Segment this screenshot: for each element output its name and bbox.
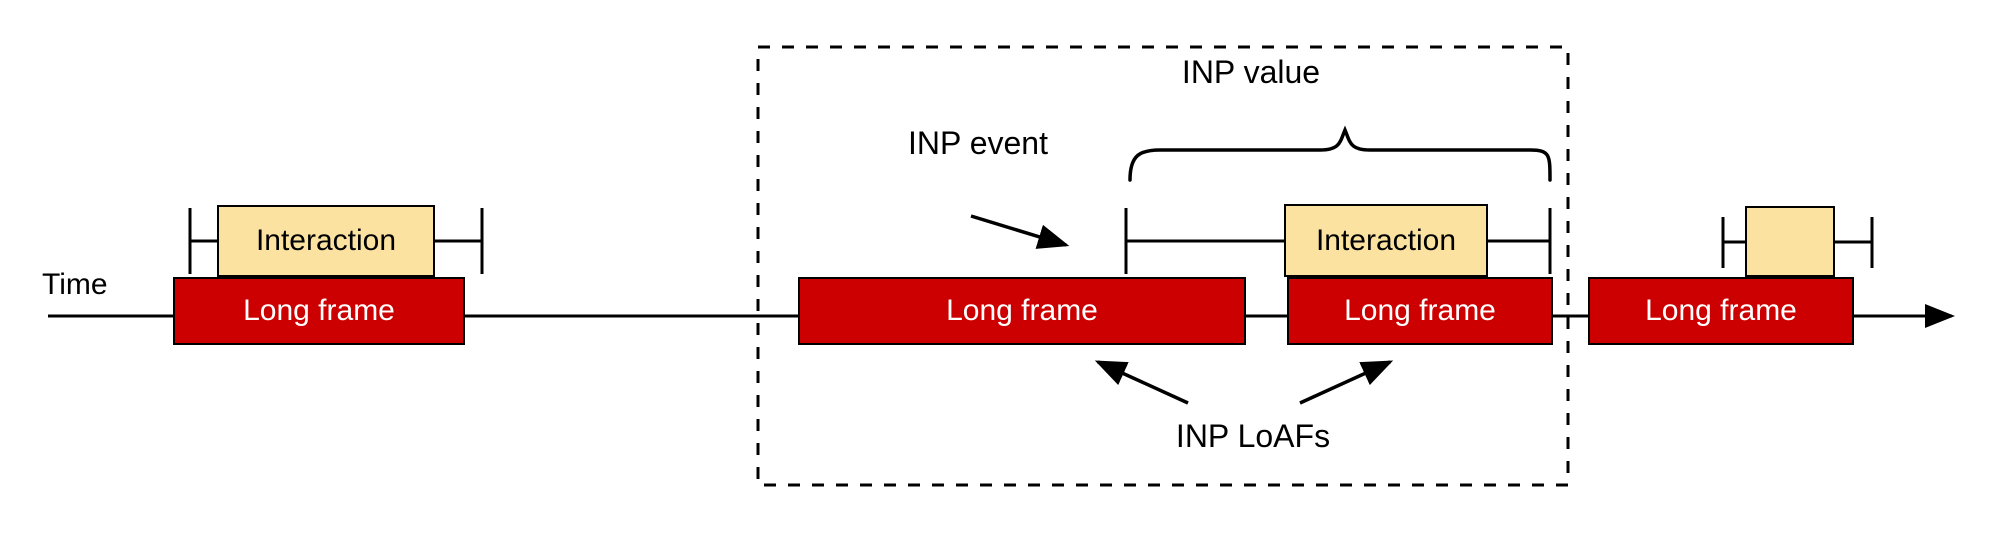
interaction-box-3[interactable] xyxy=(1745,206,1835,277)
long-frame-box-2-label: Long frame xyxy=(946,294,1098,327)
long-frame-box-1[interactable]: Long frame xyxy=(173,277,465,345)
interaction-box-1[interactable]: Interaction xyxy=(217,205,435,277)
long-frame-box-2[interactable]: Long frame xyxy=(798,277,1246,345)
interaction-measure-bar-2 xyxy=(1124,208,1552,274)
long-frame-box-4-label: Long frame xyxy=(1645,294,1797,327)
inp-value-brace xyxy=(1128,125,1552,182)
inp-value-label: INP value xyxy=(1181,54,1321,90)
long-frame-box-3-label: Long frame xyxy=(1344,294,1496,327)
interaction-measure-bar-3 xyxy=(1721,217,1874,268)
inp-event-pointer-line xyxy=(970,214,1070,249)
interaction-box-2-label: Interaction xyxy=(1315,223,1457,257)
long-frame-box-4[interactable]: Long frame xyxy=(1588,277,1854,345)
interaction-box-2[interactable]: Interaction xyxy=(1284,204,1488,277)
inp-event-label: INP event xyxy=(908,125,1048,161)
long-frame-box-1-label: Long frame xyxy=(243,294,395,327)
inp-loaf-pointer-left-line xyxy=(1094,360,1189,405)
inp-loaf-pointer-right-line xyxy=(1299,360,1394,405)
inp-loafs-label: INP LoAFs xyxy=(1175,418,1331,454)
interaction-measure-bar-1 xyxy=(188,208,484,274)
long-frame-box-3[interactable]: Long frame xyxy=(1287,277,1553,345)
interaction-box-1-label: Interaction xyxy=(255,224,397,257)
time-axis-label: Time xyxy=(42,268,108,301)
